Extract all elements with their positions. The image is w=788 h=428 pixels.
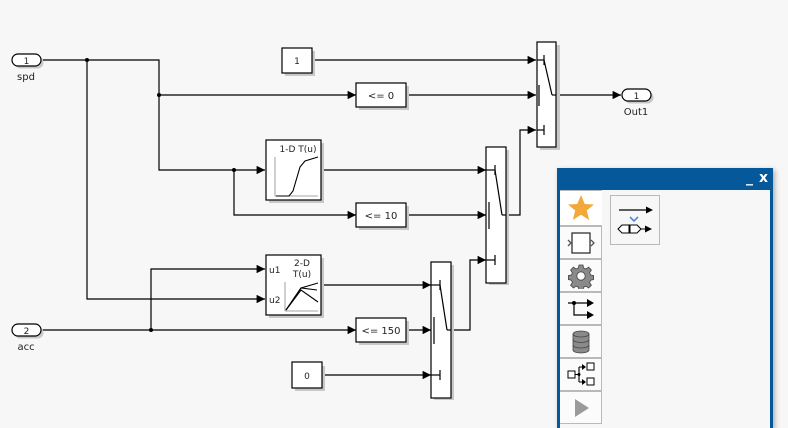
switch-glyph bbox=[431, 280, 451, 380]
wire-sw3-out[interactable] bbox=[451, 255, 486, 331]
signal-routing-icon bbox=[567, 298, 594, 319]
lookup-surface-icon bbox=[284, 282, 319, 312]
branch-point bbox=[85, 58, 89, 62]
data-store-icon bbox=[572, 330, 589, 353]
inport-acc[interactable]: 2 acc bbox=[11, 323, 44, 353]
wire-spd[interactable] bbox=[42, 59, 234, 171]
constant-value: 1 bbox=[294, 57, 300, 67]
compare-to-constant-le10[interactable]: <= 10 bbox=[355, 202, 409, 230]
signal-lines[interactable] bbox=[42, 55, 621, 380]
wire-acc-to-u1[interactable] bbox=[150, 264, 265, 330]
tab-settings[interactable] bbox=[560, 259, 602, 292]
gear-icon bbox=[567, 264, 594, 289]
constant-value: 0 bbox=[304, 372, 310, 382]
wire-sw2-out[interactable] bbox=[506, 125, 536, 216]
signal-to-bus-icon bbox=[617, 206, 653, 234]
lookup-table-2d[interactable]: 2-D T(u) u1 u2 bbox=[265, 254, 324, 318]
inport-number: 2 bbox=[24, 327, 30, 337]
branch-point bbox=[149, 328, 153, 332]
tab-play[interactable] bbox=[560, 391, 602, 424]
play-icon bbox=[574, 398, 589, 417]
lookup-label: 1-D T(u) bbox=[280, 145, 317, 155]
close-button[interactable]: x bbox=[758, 170, 768, 186]
port-label-u2: u2 bbox=[269, 296, 280, 306]
tab-signal-routing[interactable] bbox=[560, 292, 602, 325]
compare-label: <= 0 bbox=[368, 91, 394, 102]
constant-block-1[interactable]: 1 bbox=[281, 47, 315, 76]
lookup-curve-icon bbox=[274, 156, 319, 197]
bus-tree-icon bbox=[567, 362, 594, 385]
switch-block-2[interactable] bbox=[485, 146, 509, 285]
switch-glyph bbox=[486, 165, 506, 265]
compare-label: <= 10 bbox=[365, 211, 398, 222]
inport-number: 1 bbox=[24, 57, 30, 67]
panel-title-bar[interactable]: _ x bbox=[557, 168, 773, 190]
branch-point bbox=[232, 168, 236, 172]
outport-name: Out1 bbox=[624, 107, 649, 118]
lookup-label-line2: T(u) bbox=[292, 270, 311, 280]
tab-favorites[interactable] bbox=[560, 190, 602, 226]
outport-out1[interactable]: 1 Out1 bbox=[621, 88, 654, 118]
compare-label: <= 150 bbox=[361, 326, 400, 337]
subsystem-block-icon bbox=[567, 231, 595, 254]
tab-data-store[interactable] bbox=[560, 325, 602, 358]
model-canvas[interactable]: 1 spd 2 acc 1 0 <= 0 <= 10 <= 150 bbox=[0, 0, 788, 416]
panel-body bbox=[560, 190, 770, 428]
compare-to-constant-le0[interactable]: <= 0 bbox=[355, 82, 409, 110]
constant-block-0[interactable]: 0 bbox=[291, 361, 325, 391]
library-tile-signal-to-bus[interactable] bbox=[610, 195, 660, 245]
minimize-button[interactable]: _ bbox=[746, 170, 753, 186]
switch-block-1[interactable] bbox=[536, 41, 560, 150]
switch-block-3[interactable] bbox=[430, 261, 454, 400]
lookup-table-1d[interactable]: 1-D T(u) bbox=[265, 139, 324, 203]
inport-name: acc bbox=[17, 342, 34, 353]
inport-name: spd bbox=[17, 72, 35, 83]
switch-glyph bbox=[537, 55, 556, 135]
outport-number: 1 bbox=[634, 92, 640, 102]
lookup-label-line1: 2-D bbox=[294, 259, 310, 269]
tab-bus-tree[interactable] bbox=[560, 358, 602, 391]
inport-spd[interactable]: 1 spd bbox=[11, 53, 44, 83]
wire-spd-to-le10[interactable] bbox=[233, 170, 356, 220]
compare-to-constant-le150[interactable]: <= 150 bbox=[355, 317, 409, 345]
favorites-star-icon bbox=[568, 195, 594, 220]
tab-subsystem[interactable] bbox=[560, 226, 602, 259]
library-browser-panel: _ x bbox=[557, 168, 773, 428]
wire-spd-to-u2[interactable] bbox=[86, 60, 265, 304]
port-label-u1: u1 bbox=[269, 266, 280, 276]
branch-point bbox=[157, 93, 161, 97]
